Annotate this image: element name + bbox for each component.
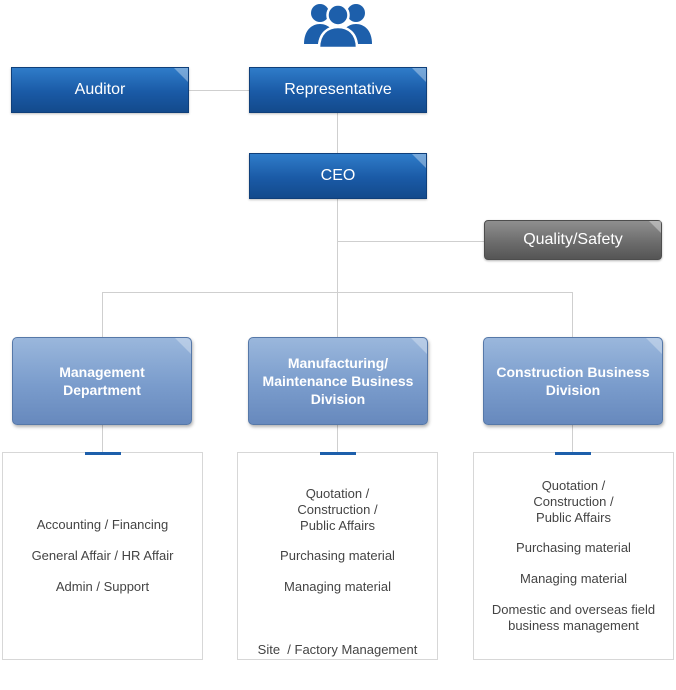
panel-item-line: business management xyxy=(508,618,639,633)
division-panel-management: Accounting / Financing General Affair / … xyxy=(2,452,203,660)
division3-panel-connector xyxy=(572,425,573,453)
panel-item-line: Accounting / Financing xyxy=(36,517,169,532)
division1-panel-connector xyxy=(102,425,103,453)
panel-item: Purchasing material xyxy=(238,548,437,564)
division-title-line: Division xyxy=(310,391,366,407)
panel-item: Managing material xyxy=(474,571,673,587)
rep-ceo-connector xyxy=(337,113,338,154)
division-title-line: Construction Business xyxy=(496,364,650,380)
panel-item-line: Managing material xyxy=(520,571,627,586)
division-title-line: Manufacturing/ xyxy=(287,355,389,371)
division3-drop-connector xyxy=(572,292,573,338)
panel-item-line: Admin / Support xyxy=(55,579,150,594)
panel-item-line: Quotation / xyxy=(305,486,370,501)
quality-connector xyxy=(337,241,485,242)
division-title-line: Division xyxy=(545,382,601,398)
panel-item-line: Purchasing material xyxy=(516,540,631,555)
panel-item: Purchasing material xyxy=(474,540,673,556)
panel-item: Quotation / Construction / Public Affair… xyxy=(238,486,437,534)
quality-safety-box: Quality/Safety xyxy=(484,220,662,260)
panel-item-line: General Affair / HR Affair xyxy=(31,548,174,563)
panel-item-line: Construction / xyxy=(297,502,378,517)
division-branch-connector xyxy=(102,292,573,293)
panel-item: Accounting / Financing xyxy=(3,517,202,533)
division-panel-manufacturing: Quotation / Construction / Public Affair… xyxy=(237,452,438,660)
ceo-trunk-connector xyxy=(337,199,338,338)
panel-item-line: Quotation / xyxy=(541,478,606,493)
auditor-label: Auditor xyxy=(74,81,126,98)
division-title-line: Department xyxy=(63,382,141,398)
division-title-line: Maintenance Business xyxy=(262,373,414,389)
quality-safety-label: Quality/Safety xyxy=(523,231,623,248)
panel-item: Managing material xyxy=(238,579,437,595)
representative-box: Representative xyxy=(249,67,427,113)
division-box-manufacturing: Manufacturing/ Maintenance Business Divi… xyxy=(248,337,428,425)
panel-item-line: Construction / xyxy=(533,494,614,509)
panel-tab-marker xyxy=(555,452,591,455)
division1-drop-connector xyxy=(102,292,103,338)
panel-tab-marker xyxy=(85,452,121,455)
representative-label: Representative xyxy=(284,81,392,98)
panel-item: Quotation / Construction / Public Affair… xyxy=(474,478,673,526)
division2-panel-connector xyxy=(337,425,338,453)
division-panel-construction: Quotation / Construction / Public Affair… xyxy=(473,452,674,660)
ceo-box: CEO xyxy=(249,153,427,199)
panel-item: General Affair / HR Affair xyxy=(3,548,202,564)
division-box-construction: Construction Business Division xyxy=(483,337,663,425)
auditor-box: Auditor xyxy=(11,67,189,113)
auditor-connector xyxy=(189,90,249,91)
ceo-label: CEO xyxy=(320,167,356,184)
people-group-icon xyxy=(298,0,378,50)
panel-item: Domestic and overseas field business man… xyxy=(474,602,673,634)
division-title-line: Management xyxy=(59,364,145,380)
panel-item-line: Domestic and overseas field xyxy=(491,602,656,617)
panel-item: Site / Factory Management xyxy=(238,610,437,690)
panel-item-line: Managing material xyxy=(284,579,391,594)
panel-item: Admin / Support xyxy=(3,579,202,595)
panel-item-line: Public Affairs xyxy=(300,518,375,533)
panel-tab-marker xyxy=(320,452,356,455)
panel-item-line: Public Affairs xyxy=(536,510,611,525)
panel-item-line: Purchasing material xyxy=(280,548,395,563)
division-box-management: Management Department xyxy=(12,337,192,425)
panel-item-line: Site / Factory Management xyxy=(257,642,418,657)
